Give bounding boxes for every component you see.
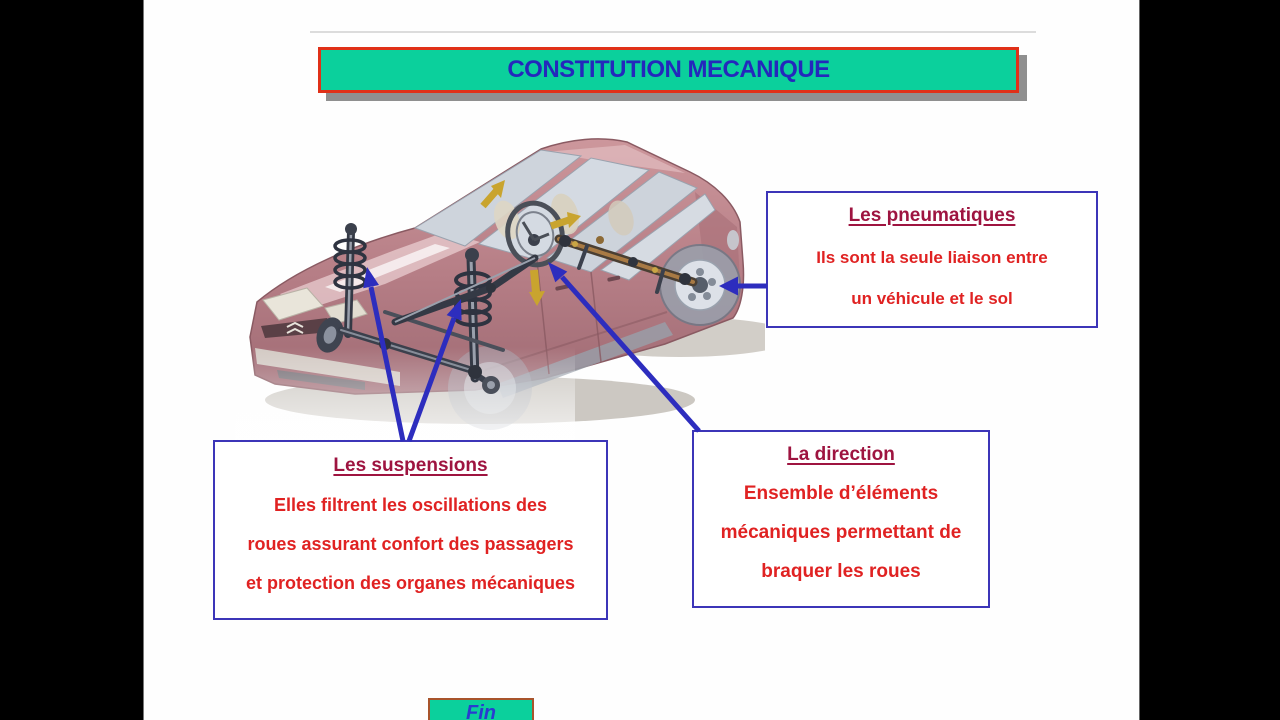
page-title: CONSTITUTION MECANIQUE [507, 56, 830, 83]
car-illustration [235, 122, 795, 440]
top-divider-line [310, 31, 1036, 33]
callout-direction: La direction Ensemble d’éléments mécaniq… [692, 430, 990, 608]
suspensions-line-1: Elles filtrent les oscillations des [273, 495, 548, 515]
rear-wheel [659, 244, 741, 326]
callout-suspensions: Les suspensions Elles filtrent les oscil… [213, 440, 608, 620]
ghost-fade [235, 347, 575, 440]
front-suspension [333, 223, 505, 394]
direction-line-3: braquer les roues [761, 561, 921, 582]
direction-line-1: Ensemble d’éléments [743, 483, 939, 504]
suspensions-line-3: et protection des organes mécaniques [245, 573, 576, 593]
pneumatiques-line-1: Ils sont la seule liaison entre [816, 248, 1048, 267]
fin-button[interactable]: Fin [428, 698, 534, 720]
suspensions-heading: Les suspensions [333, 455, 488, 476]
title-banner: CONSTITUTION MECANIQUE [318, 47, 1019, 93]
suspensions-line-2: roues assurant confort des passagers [247, 534, 574, 554]
pneumatiques-line-2: un véhicule et le sol [851, 289, 1013, 308]
direction-line-2: mécaniques permettant de [720, 522, 962, 543]
letterbox-right [1139, 0, 1280, 720]
direction-heading: La direction [787, 444, 895, 465]
yellow-motion-arrows [480, 180, 581, 306]
letterbox-left [0, 0, 144, 720]
steering-assembly [391, 200, 565, 326]
pneumatiques-heading: Les pneumatiques [848, 205, 1016, 226]
callout-pneumatiques: Les pneumatiques Ils sont la seule liais… [766, 191, 1098, 328]
far-front-hub [316, 317, 344, 353]
fin-button-label: Fin [466, 702, 496, 720]
